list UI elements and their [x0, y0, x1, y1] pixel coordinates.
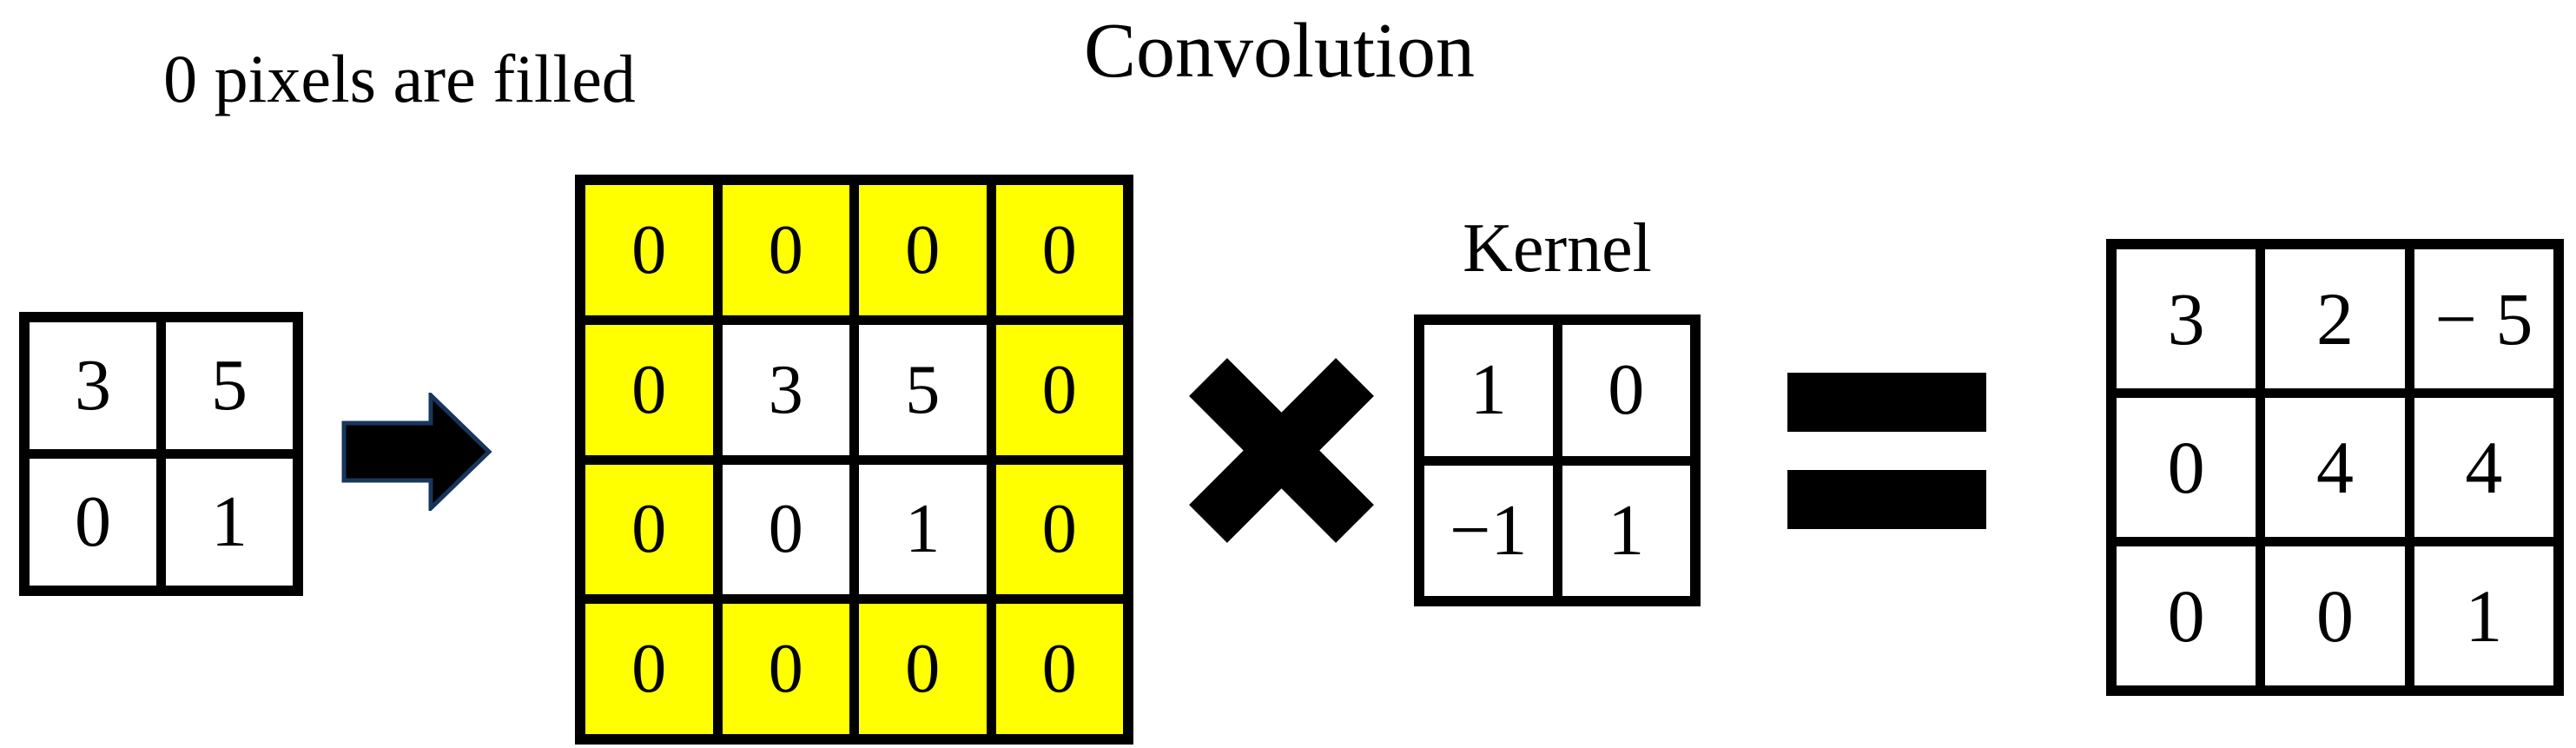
equals-bottom-bar [1787, 470, 1986, 529]
output-matrix-cell-r0c0: 3 [2117, 249, 2256, 388]
padded-matrix-cell-r0c3: 0 [995, 185, 1123, 315]
output-matrix-cell-r0c2: − 5 [2414, 249, 2553, 388]
padded-matrix-cell-r1c3: 0 [995, 324, 1123, 455]
output-matrix-cell-r1c0: 0 [2117, 398, 2256, 537]
padded-matrix-cell-r2c2: 1 [859, 464, 987, 595]
padded-matrix-cell-r2c0: 0 [585, 464, 713, 595]
convolution-title: Convolution [1083, 8, 1476, 94]
input-matrix-cell-r1c1: 1 [166, 459, 293, 586]
output-matrix-cell-r1c1: 4 [2265, 398, 2405, 537]
transform-arrow-icon [341, 393, 492, 511]
input-matrix-cell-r1c0: 0 [30, 459, 156, 586]
padded-matrix-cell-r1c0: 0 [585, 324, 713, 455]
padded-matrix-cell-r0c1: 0 [722, 185, 849, 315]
multiply-icon [1189, 358, 1374, 543]
padded-matrix-cell-r3c3: 0 [995, 604, 1123, 734]
input-matrix-cell-r0c1: 5 [166, 322, 293, 449]
input-matrix-cell-r0c0: 3 [30, 322, 156, 449]
equals-top-bar [1787, 373, 1986, 432]
kernel-matrix-cell-r0c1: 0 [1562, 325, 1690, 456]
padded-matrix-cell-r3c2: 0 [859, 604, 987, 734]
padding-note-label: 0 pixels are filled [163, 41, 636, 116]
kernel-matrix-cell-r1c0: −1 [1424, 465, 1553, 596]
padded-matrix-cell-r3c1: 0 [722, 604, 849, 734]
output-matrix-cell-r2c0: 0 [2117, 546, 2256, 685]
kernel-label: Kernel [1463, 210, 1652, 287]
equals-icon [1787, 373, 1986, 529]
output-matrix-cell-r2c2: 1 [2414, 546, 2553, 685]
output-matrix-cell-r1c2: 4 [2414, 398, 2553, 537]
padded-matrix-cell-r0c2: 0 [859, 185, 987, 315]
output-matrix-cell-r2c1: 0 [2265, 546, 2405, 685]
padded-matrix-cell-r1c2: 5 [859, 324, 987, 455]
kernel-matrix-cell-r0c0: 1 [1424, 325, 1553, 456]
padded-matrix-cell-r2c3: 0 [995, 464, 1123, 595]
padded-matrix-cell-r1c1: 3 [722, 324, 849, 455]
padded-matrix-cell-r2c1: 0 [722, 464, 849, 595]
kernel-matrix-cell-r1c1: 1 [1562, 465, 1690, 596]
padded-matrix-cell-r0c0: 0 [585, 185, 713, 315]
padded-matrix-cell-r3c0: 0 [585, 604, 713, 734]
output-matrix-cell-r0c1: 2 [2265, 249, 2405, 388]
